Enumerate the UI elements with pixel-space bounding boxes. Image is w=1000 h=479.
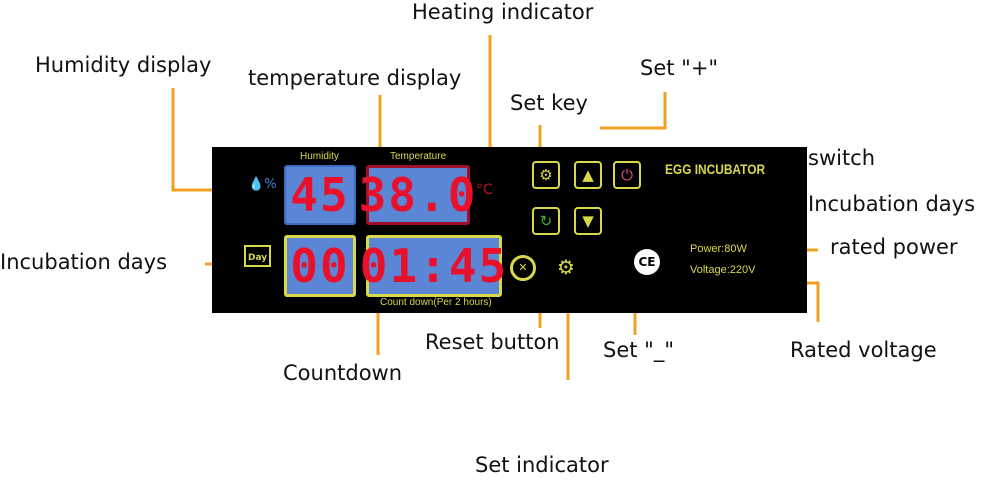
label-switch: switch [808,146,876,170]
label-set-indicator: Set indicator [475,453,609,477]
label-set-minus: Set "_" [603,338,674,362]
label-temperature-display: temperature display [248,66,462,90]
gear-icon: ⚙ [539,166,553,184]
power-rating: Power:80W [690,243,747,255]
label-rated-voltage: Rated voltage [790,338,937,362]
voltage-rating: Voltage:220V [690,264,756,276]
control-panel: Humidity Temperature 💧% 45 38.0 °C Day 0… [212,147,807,313]
arrow-up-icon: ▲ [582,166,594,184]
minus-button[interactable]: ▼ [574,207,602,235]
reset-button[interactable]: ↻ [532,207,560,235]
refresh-icon: ↻ [539,212,553,230]
temperature-display: 38.0 [359,165,475,225]
countdown-caption: Count down(Per 2 hours) [380,297,492,308]
set-key-button[interactable]: ⚙ [532,161,560,189]
label-humidity-display: Humidity display [35,53,212,77]
temperature-caption: Temperature [390,151,447,162]
power-icon: ⏻ [621,166,633,184]
countdown-display: 01:45 [360,235,506,297]
ce-mark: CE [634,249,660,275]
label-heating-indicator: Heating indicator [412,0,594,24]
brand-title: EGG INCUBATOR [665,161,766,177]
set-indicator-icon: ⚙ [557,255,575,279]
humidity-icon: 💧% [248,177,277,192]
days-display: 00 [284,235,356,297]
leader-set-plus [600,92,667,130]
timer-icon: ✕ [510,255,536,281]
power-switch-button[interactable]: ⏻ [613,161,641,189]
label-reset-button: Reset button [425,330,560,354]
label-countdown: Countdown [283,361,403,385]
humidity-caption: Humidity [300,151,339,162]
label-set-plus: Set "+" [640,56,719,80]
label-set-key: Set key [510,91,588,115]
label-rated-power: rated power [830,235,958,259]
label-incubation-days-right: Incubation days [808,192,976,216]
day-icon: Day [244,245,272,267]
humidity-display: 45 [284,165,356,225]
label-incubation-days-left: Incubation days [0,250,168,274]
heating-indicator-icon: °C [476,182,493,198]
arrow-down-icon: ▼ [582,212,594,230]
plus-button[interactable]: ▲ [574,161,602,189]
